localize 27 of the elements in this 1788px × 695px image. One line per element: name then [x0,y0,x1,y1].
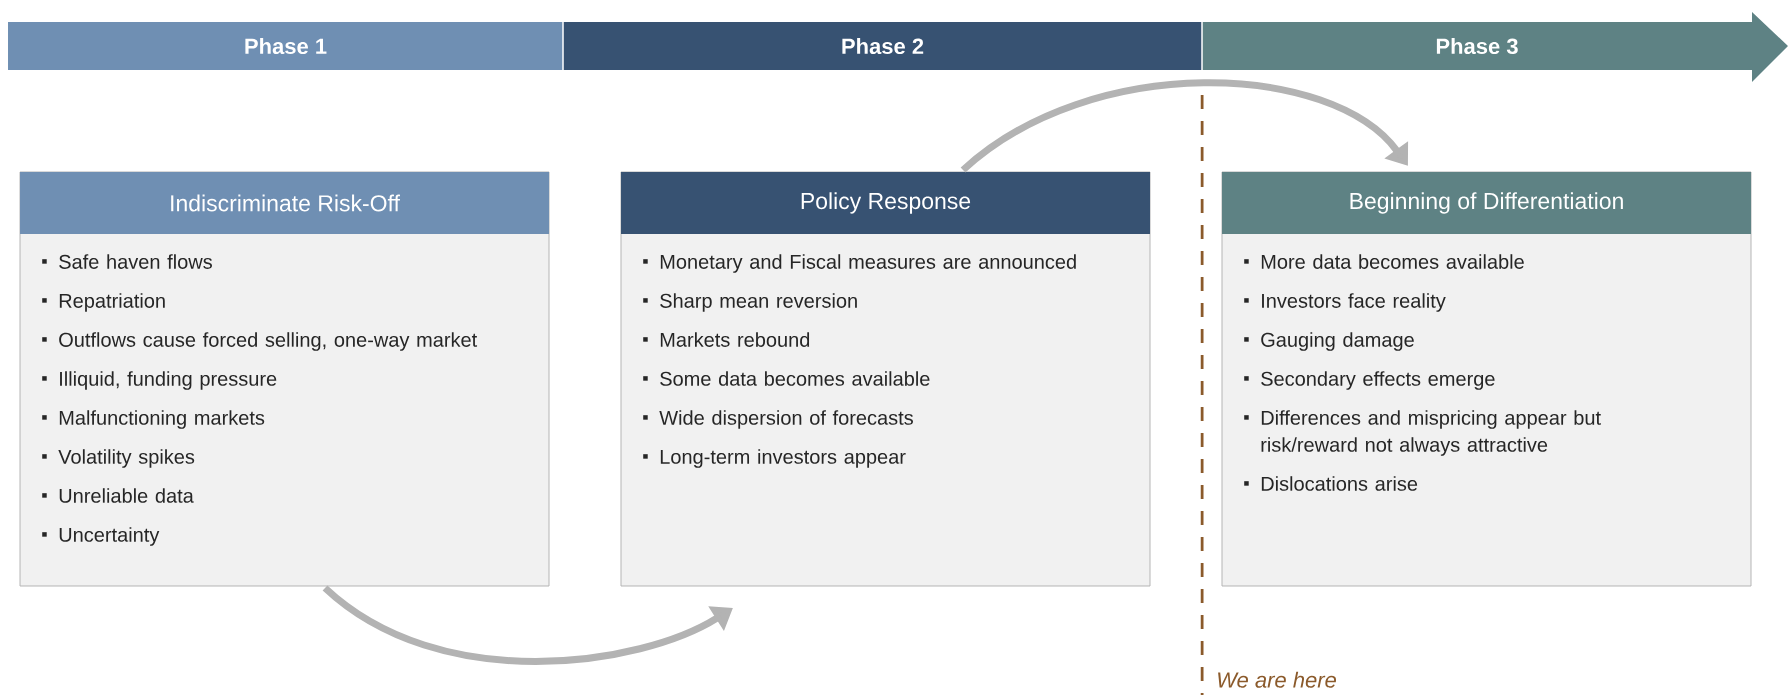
bullet-item: Sharp mean reversion [643,293,857,312]
card-header: Beginning of Differentiation [1222,172,1751,234]
bullet-item: Uncertainty [42,527,160,546]
bullet-item: Unreliable data [42,488,194,503]
curved-arrow [960,79,1409,173]
bullet-item: Volatility spikes [42,449,195,468]
bullet-item: Differences and mispricing appear but risk/reward not always attractive [1244,410,1601,456]
card-header: Indiscriminate Risk-Off [20,172,549,234]
phase-band: Phase 2 [563,22,1202,70]
bullet-item: Secondary effects emerge [1244,371,1495,390]
bullet-item: Safe haven flows [42,254,212,269]
bullet-item: Outflows cause forced selling, one-way market [42,332,478,351]
marker-label: We are here [1218,671,1336,688]
bullet-item: More data becomes available [1244,254,1524,269]
bullet-item: Monetary and Fiscal measures are announced [643,254,1076,273]
bullet-item: Gauging damage [1244,332,1414,351]
bullet-item: Markets rebound [643,332,810,347]
bullet-item: Long-term investors appear [643,449,906,468]
bullet-item: Dislocations arise [1244,476,1418,491]
phase-band: Phase 1 [8,22,563,70]
bullet-item: Wide dispersion of forecasts [643,410,913,429]
card-header: Policy Response [621,172,1150,234]
bullet-item: Investors face reality [1244,293,1446,312]
bullet-item: Malfunctioning markets [42,410,265,429]
bullet-item: Repatriation [42,293,165,312]
bullet-item: Some data becomes available [643,371,930,386]
bullet-item: Illiquid, funding pressure [42,371,277,390]
